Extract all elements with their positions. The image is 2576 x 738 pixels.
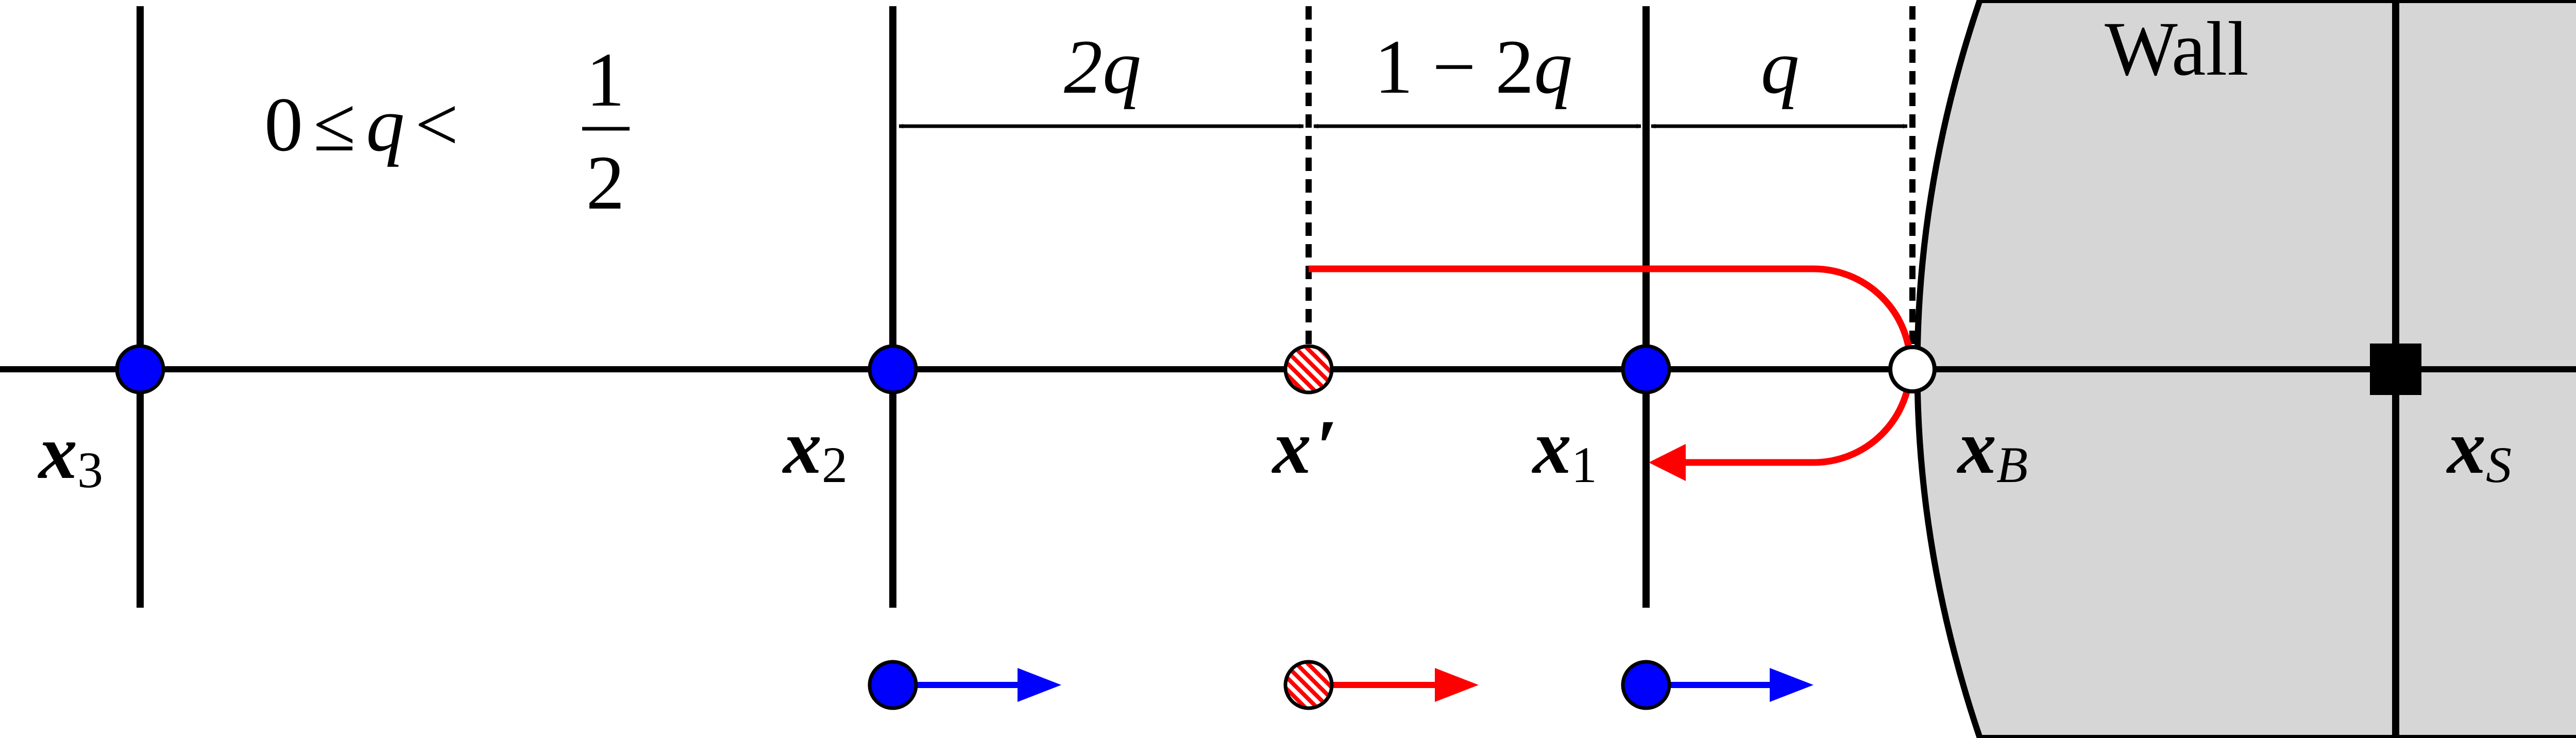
velocity-xprime — [1283, 660, 1479, 710]
boundary-node-xb — [1888, 345, 1937, 393]
node-label-xprime: x′ — [1272, 404, 1337, 490]
wall-label: Wall — [2105, 6, 2249, 92]
velocity-x1 — [1621, 660, 1814, 710]
virtual-node-xprime — [1283, 344, 1334, 394]
label-2q: 2q — [1064, 24, 1141, 110]
node-label-x2: x2 — [782, 404, 848, 493]
node-label-xb: xB — [1957, 404, 2028, 493]
velocity-x2 — [868, 660, 1061, 710]
solid-node-xs — [2370, 344, 2421, 395]
fluid-node-icon-x2 — [868, 660, 918, 710]
fluid-node-icon-x1 — [1621, 660, 1671, 710]
node-label-x1: x1 — [1532, 404, 1597, 493]
fraction-numerator: 1 — [586, 37, 625, 123]
blue-arrowhead-x2 — [1018, 668, 1061, 702]
virtual-node-icon-xprime — [1283, 660, 1334, 710]
node-label-xs: xS — [2446, 404, 2512, 493]
bounce-back-arrowhead — [1649, 444, 1686, 481]
red-arrowhead-xprime — [1435, 668, 1479, 702]
label-1-minus-2q: 1 − 2q — [1375, 24, 1573, 110]
fluid-node-x3 — [115, 344, 165, 394]
node-label-x3: x3 — [38, 409, 103, 499]
condition-inequality: 0≤q< 1 2 — [264, 37, 630, 226]
blue-arrowhead-x1 — [1770, 668, 1814, 702]
fraction-denominator: 2 — [586, 140, 625, 226]
fluid-node-x2 — [868, 344, 918, 394]
svg-text:0≤q<: 0≤q< — [264, 82, 459, 167]
fluid-node-x1 — [1621, 344, 1671, 394]
bounce-back-path — [1309, 265, 1914, 466]
label-q: q — [1761, 24, 1800, 110]
